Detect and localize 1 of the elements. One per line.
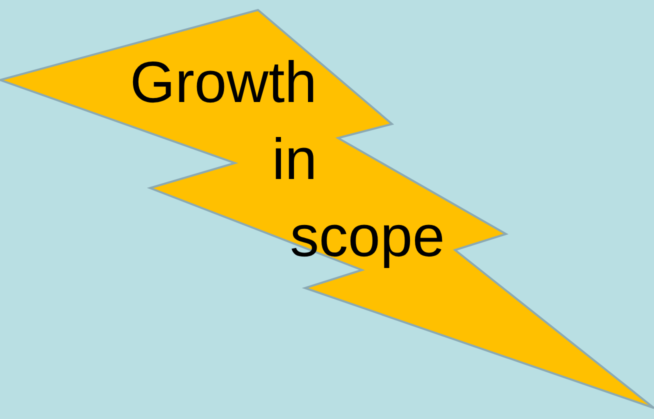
- bolt-label: Growth in scope: [130, 49, 446, 271]
